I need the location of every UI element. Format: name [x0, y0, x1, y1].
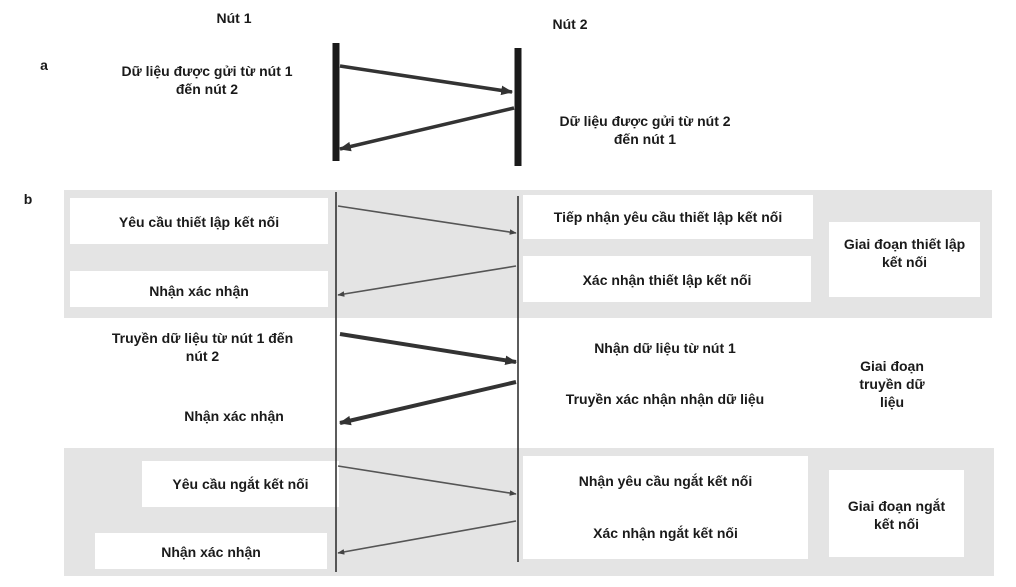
setup-ack-label: Nhận xác nhận [149, 283, 249, 299]
setup-confirm-box [523, 256, 811, 302]
arrow-setup-confirm [337, 265, 517, 297]
setup-accept-box [523, 195, 813, 239]
arrow-a-1-to-2 [339, 64, 514, 96]
setup-request-box [70, 198, 328, 244]
arrow-teardown-confirm [337, 520, 517, 555]
setup-confirm-label: Xác nhận thiết lập kết nối [582, 272, 752, 288]
transfer-send-label: Truyền dữ liệu từ nút 1 đến nút 2 [111, 330, 294, 364]
setup-ack-box [70, 271, 328, 307]
arrow-setup-request [337, 205, 517, 235]
teardown-ack-box [95, 533, 327, 569]
teardown-phase-box [829, 470, 964, 557]
arrow-transfer-data [339, 332, 518, 366]
transfer-send-ack-label: Truyền xác nhận nhận dữ liệu [565, 391, 765, 407]
teardown-receive-label: Nhận yêu cầu ngắt kết nối [578, 473, 753, 489]
setup-accept-label: Tiếp nhận yêu cầu thiết lập kết nối [553, 209, 783, 225]
teardown-phase-label: Giai đoạn ngắt kết nối [847, 498, 946, 532]
send-1-to-2-label: Dữ liệu được gửi từ nút 1 đến nút 2 [121, 63, 293, 97]
teardown-request-box [142, 461, 339, 507]
arrow-transfer-ack [338, 380, 517, 426]
teardown-ack-label: Nhận xác nhận [161, 544, 261, 560]
teardown-request-label: Yêu cầu ngắt kết nối [172, 476, 309, 492]
arrow-a-2-to-1 [338, 106, 515, 152]
send-2-to-1-label: Dữ liệu được gửi từ nút 2 đến nút 1 [559, 113, 731, 147]
node1-heading: Nút 1 [216, 10, 252, 26]
section-b-letter: b [23, 191, 33, 207]
teardown-confirm-label: Xác nhận ngắt kết nối [593, 525, 738, 541]
transfer-receive-label: Nhận dữ liệu từ nút 1 [594, 340, 736, 356]
transfer-phase-label: Giai đoạn truyền dữ liệu [859, 358, 925, 410]
teardown-right-box [523, 456, 808, 559]
transfer-ack-label: Nhận xác nhận [184, 408, 284, 424]
setup-phase-box [829, 222, 980, 297]
setup-request-label: Yêu cầu thiết lập kết nối [118, 214, 280, 230]
section-a-letter: a [40, 57, 48, 73]
arrow-teardown-request [337, 465, 517, 496]
setup-phase-label: Giai đoạn thiết lập kết nối [843, 236, 966, 270]
node2-heading: Nút 2 [552, 16, 588, 32]
